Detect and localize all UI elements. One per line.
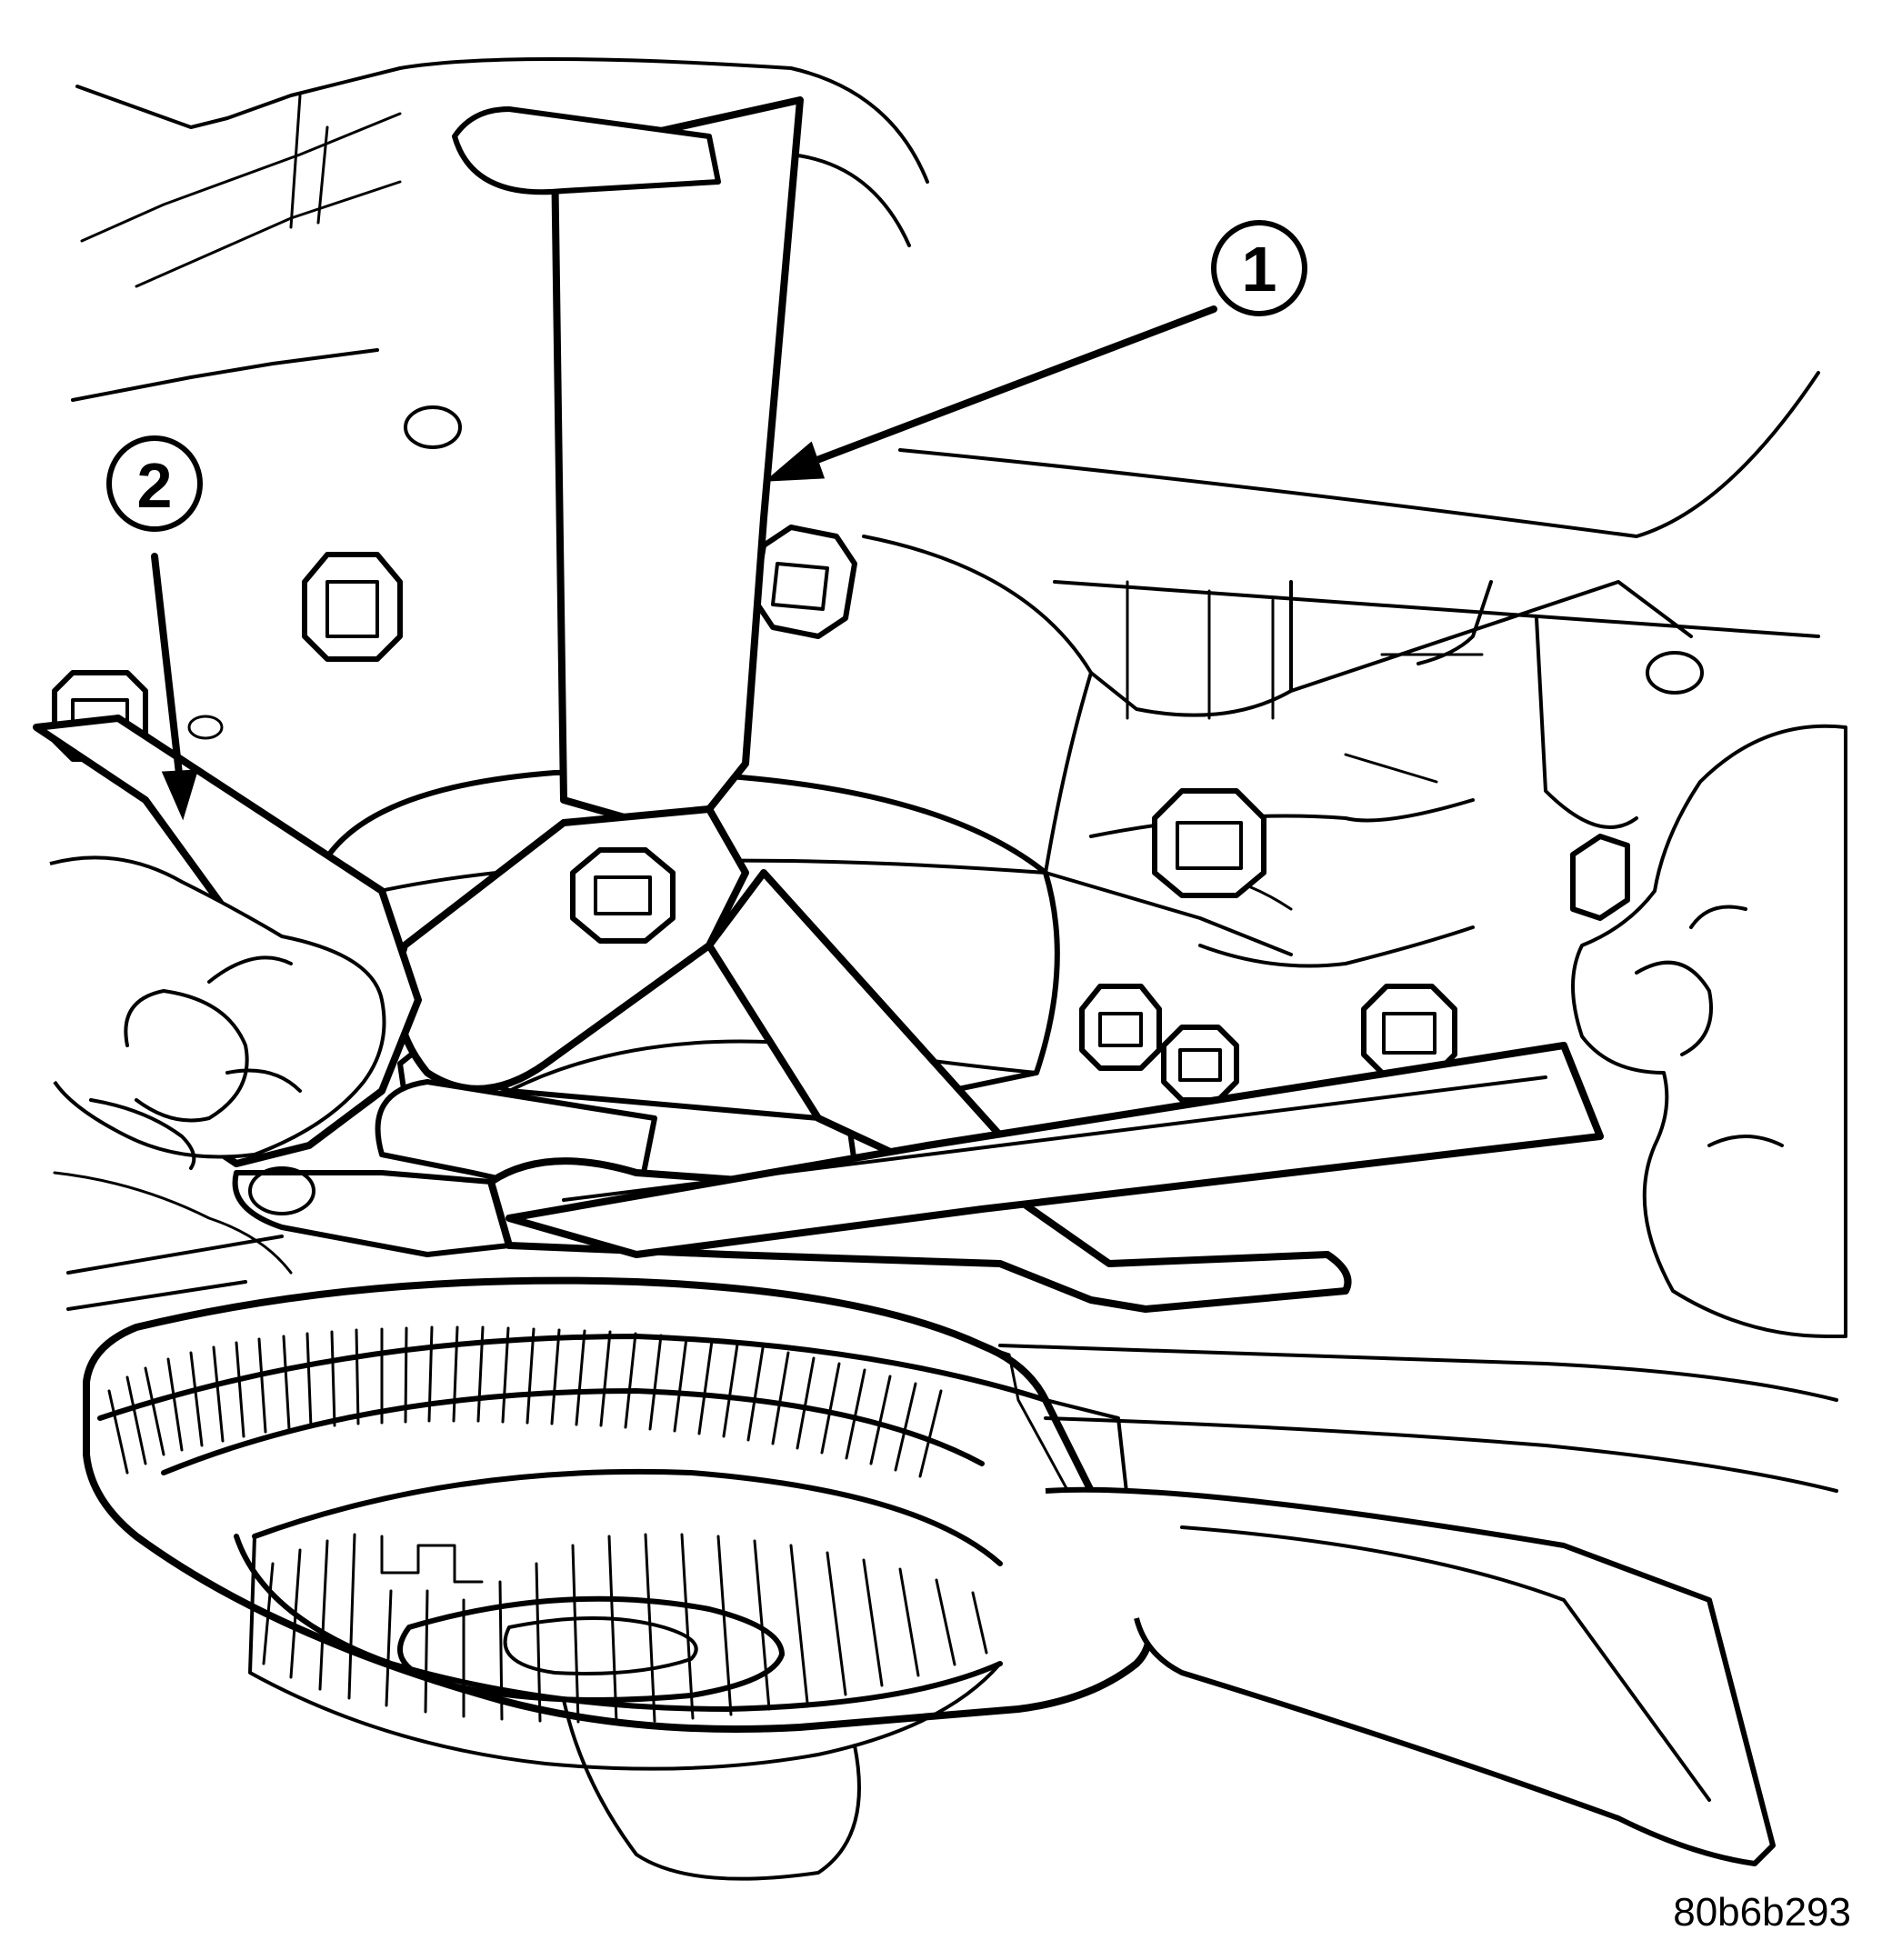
fan-blade: [1045, 1486, 1776, 1866]
engine-block: [71, 57, 1820, 968]
callout-2-number: 2: [137, 450, 173, 521]
callout-2-arrowhead: [161, 769, 199, 821]
callout-1-number: 1: [1242, 234, 1277, 305]
drive-belt: [66, 1235, 1838, 1493]
bolt: [1161, 1025, 1239, 1103]
right-hand: [1571, 724, 1847, 1338]
bolt: [1079, 984, 1162, 1071]
callout-1-circle: [1211, 220, 1307, 316]
bolt: [1361, 984, 1457, 1080]
callout-2: 2: [106, 435, 203, 821]
left-hand: [49, 855, 386, 1275]
bolt: [1570, 834, 1630, 921]
viscous-fan-clutch: [83, 1276, 1154, 1881]
callout-2-circle: [106, 435, 203, 532]
callout-1: 1: [764, 220, 1307, 482]
figure-id-label: 80b6b293: [1673, 1890, 1851, 1935]
callout-1-leader-line: [792, 305, 1217, 472]
callout-2-leader-line: [151, 553, 184, 785]
bolt: [1152, 788, 1266, 898]
bolt: [752, 525, 857, 639]
callout-1-arrowhead: [764, 441, 826, 482]
spanner-wrench-holder: [375, 96, 1013, 1212]
bolt: [302, 552, 403, 662]
